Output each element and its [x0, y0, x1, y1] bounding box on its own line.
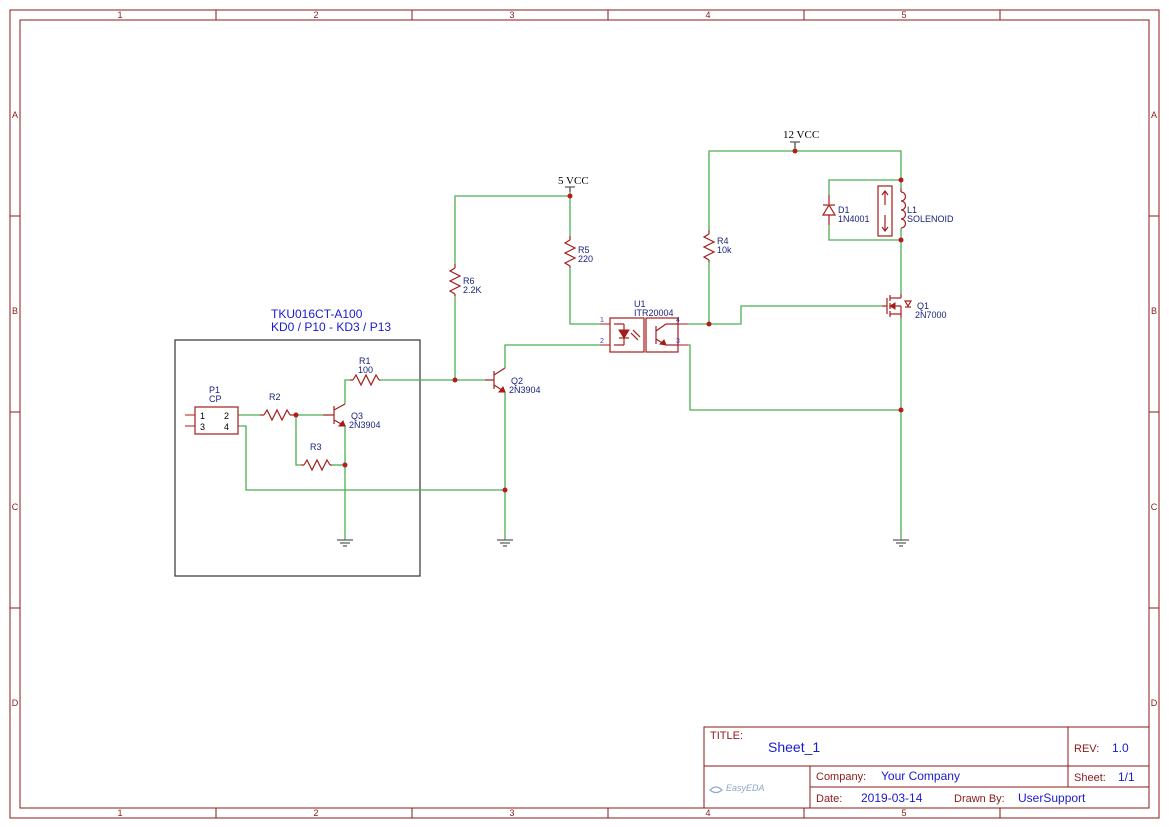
title-label: TITLE: — [710, 730, 743, 742]
q1-ref-label: Q1 — [917, 301, 929, 311]
r3-ref-label: R3 — [310, 442, 322, 452]
d1-value-label: 1N4001 — [838, 214, 870, 224]
module-note-line1: TKU016CT-A100 — [271, 307, 363, 321]
r6-value-label: 2.2K — [463, 285, 482, 295]
zone-row-c-left: C — [12, 502, 19, 512]
title-value: Sheet_1 — [768, 739, 820, 755]
d1-ref-label: D1 — [838, 205, 850, 215]
junctions — [293, 148, 904, 493]
drawn-by-label: Drawn By: — [954, 793, 1005, 805]
easyeda-logo: EasyEDA — [709, 783, 765, 794]
l1-value-label: SOLENOID — [907, 214, 954, 224]
resistor-r1: R1 100 — [350, 356, 380, 387]
power-12vcc-symbol: 12 VCC — [783, 129, 819, 148]
resistor-r6: R6 2.2K — [448, 264, 482, 296]
u1-value-label: ITR20004 — [634, 308, 674, 318]
r4-value-label: 10k — [717, 245, 732, 255]
zone-row-b-left: B — [12, 306, 18, 316]
zone-col-4-bottom: 4 — [705, 808, 710, 818]
rev-label: REV: — [1074, 743, 1099, 755]
resistor-r5: R5 220 — [563, 236, 593, 268]
power-5vcc-symbol: 5 VCC — [558, 175, 589, 192]
p1-pin3-label: 3 — [200, 422, 205, 432]
zone-row-b-right: B — [1151, 306, 1157, 316]
u1-ref-label: U1 — [634, 299, 646, 309]
drawn-by-value: UserSupport — [1018, 791, 1086, 805]
q2-ref-label: Q2 — [511, 376, 523, 386]
zone-row-a-right: A — [1151, 110, 1157, 120]
q2-value-label: 2N3904 — [509, 385, 541, 395]
zone-col-4-top: 4 — [705, 10, 710, 20]
zone-col-1-top: 1 — [117, 10, 122, 20]
zone-labels: 1 2 3 4 5 1 2 3 4 5 A B C D A B C D — [12, 10, 1158, 818]
resistor-r2: R2 — [260, 392, 296, 422]
sheet-value: 1/1 — [1118, 770, 1135, 784]
p1-pin2-label: 2 — [224, 411, 229, 421]
diode-d1: D1 1N4001 — [821, 195, 870, 225]
rev-value: 1.0 — [1112, 741, 1129, 755]
r6-ref-label: R6 — [463, 276, 475, 286]
zone-col-3-top: 3 — [509, 10, 514, 20]
sheet-frame — [9, 9, 1160, 819]
power-12vcc-label: 12 VCC — [783, 129, 819, 141]
resistor-r4: R4 10k — [702, 230, 732, 262]
zone-row-d-left: D — [12, 698, 19, 708]
q3-ref-label: Q3 — [351, 411, 363, 421]
zone-col-5-top: 5 — [901, 10, 906, 20]
r2-ref-label: R2 — [269, 392, 281, 402]
p1-pin4-label: 4 — [224, 422, 229, 432]
q1-value-label: 2N7000 — [915, 310, 947, 320]
r4-ref-label: R4 — [717, 236, 729, 246]
easyeda-logo-text: EasyEDA — [726, 783, 765, 793]
title-block: TITLE: Sheet_1 REV: 1.0 Company: Your Co… — [703, 726, 1150, 809]
mosfet-q1: Q1 2N7000 — [882, 294, 947, 320]
transistor-q2: Q2 2N3904 — [485, 367, 541, 395]
u1-pin1-label: 1 — [600, 317, 604, 324]
q3-value-label: 2N3904 — [349, 420, 381, 430]
wires — [238, 143, 902, 540]
zone-row-c-right: C — [1151, 502, 1158, 512]
resistor-r3: R3 — [301, 442, 332, 472]
sheet-label: Sheet: — [1074, 772, 1106, 784]
zone-row-a-left: A — [12, 110, 18, 120]
power-5vcc-label: 5 VCC — [558, 175, 589, 187]
ground-symbol-q2 — [497, 539, 513, 547]
u1-pin4-label: 4 — [676, 317, 680, 324]
p1-ref-label: P1 — [209, 385, 220, 395]
optocoupler-u1: 1 2 3 4 U1 ITR20004 — [600, 299, 688, 353]
date-label: Date: — [816, 793, 842, 805]
r5-ref-label: R5 — [578, 245, 590, 255]
zone-col-3-bottom: 3 — [509, 808, 514, 818]
u1-pin2-label: 2 — [600, 338, 604, 345]
zone-col-2-bottom: 2 — [313, 808, 318, 818]
zone-row-d-right: D — [1151, 698, 1158, 708]
connector-p1: 1 2 3 4 P1 CP — [185, 385, 239, 435]
solenoid-l1: L1 SOLENOID — [877, 185, 954, 237]
r1-ref-label: R1 — [359, 356, 371, 366]
zone-col-5-bottom: 5 — [901, 808, 906, 818]
r1-value-label: 100 — [358, 365, 373, 375]
u1-pin3-label: 3 — [676, 338, 680, 345]
company-value: Your Company — [881, 769, 960, 783]
company-label: Company: — [816, 771, 866, 783]
ground-symbol-q1 — [893, 539, 909, 547]
zone-col-1-bottom: 1 — [117, 808, 122, 818]
r5-value-label: 220 — [578, 254, 593, 264]
transistor-q3: Q3 2N3904 — [323, 403, 381, 430]
ground-symbol-q3 — [337, 539, 353, 547]
date-value: 2019-03-14 — [861, 791, 923, 805]
module-note-line2: KD0 / P10 - KD3 / P13 — [271, 320, 391, 334]
p1-value-label: CP — [209, 394, 222, 404]
l1-ref-label: L1 — [907, 205, 917, 215]
p1-pin1-label: 1 — [200, 411, 205, 421]
module-outline-box — [174, 339, 421, 577]
zone-col-2-top: 2 — [313, 10, 318, 20]
